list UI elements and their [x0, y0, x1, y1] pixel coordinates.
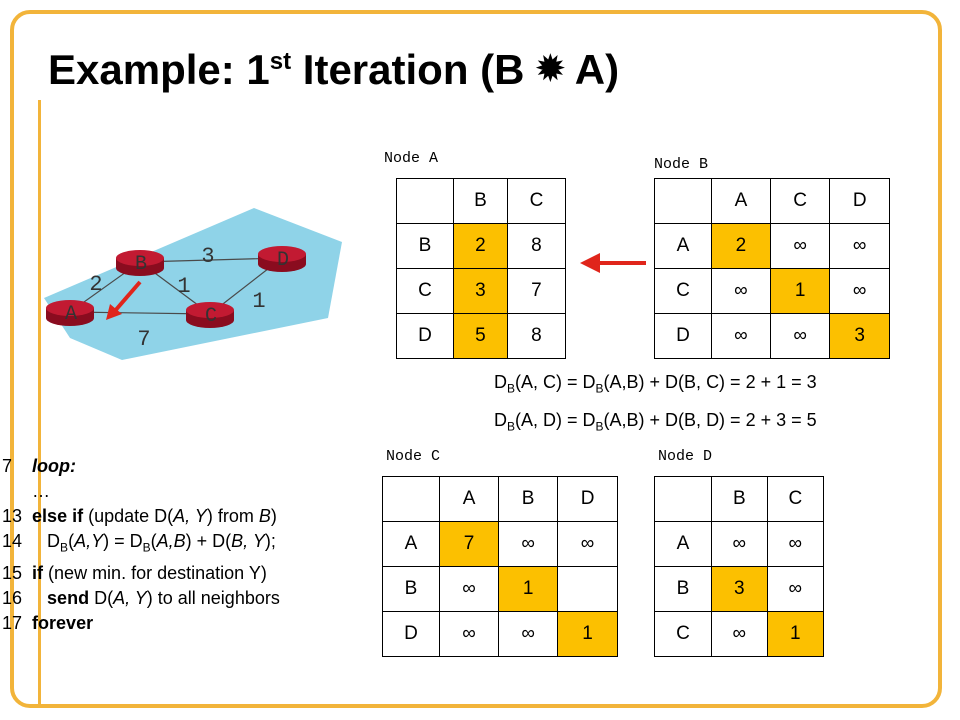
table-cell: 8	[506, 313, 567, 359]
node-label-C: C	[205, 305, 217, 328]
node-a-label: Node A	[384, 150, 439, 167]
col-header: A	[438, 476, 500, 522]
distance-table-node-b: A C D A 2 ∞ ∞ C ∞ 1 ∞ D ∞ ∞ 3	[654, 178, 890, 359]
table-cell: ∞	[829, 268, 890, 314]
code-line-7: 7 loop:	[2, 456, 77, 476]
row-header: C	[396, 268, 454, 314]
node-label-A: A	[65, 303, 77, 326]
formula-d-a-c: DB(A, C) = DB(A,B) + D(B, C) = 2 + 1 = 3	[494, 372, 817, 396]
table-corner	[654, 476, 712, 522]
code-line-14: 14 DB(A,Y) = DB(A,B) + D(B, Y);	[2, 531, 276, 555]
col-header: C	[769, 178, 831, 224]
row-header: D	[654, 313, 712, 359]
table-cell: 1	[557, 611, 618, 657]
edge-cost-B-D: 3	[201, 244, 214, 269]
col-header: C	[506, 178, 567, 224]
table-cell: ∞	[711, 313, 771, 359]
table-cell: 3	[711, 566, 768, 612]
row-header: B	[654, 566, 712, 612]
slide-title: Example: 1st Iteration (B ✹ A)	[48, 46, 620, 93]
distance-table-node-d: B C A ∞ ∞ B 3 ∞ C ∞ 1	[654, 476, 825, 657]
table-cell: 2	[711, 223, 771, 269]
table-corner	[382, 476, 440, 522]
table-corner	[654, 178, 712, 224]
code-line-17: 17 forever	[2, 612, 94, 633]
router-A	[46, 300, 94, 326]
node-label-B: B	[135, 253, 147, 276]
table-cell: ∞	[769, 313, 831, 359]
update-arrow-icon	[580, 253, 646, 273]
edge-cost-A-B: 2	[89, 272, 102, 297]
code-line-16: 16 send D(A, Y) to all neighbors	[2, 587, 280, 608]
table-cell: ∞	[711, 611, 768, 657]
table-cell: ∞	[829, 223, 890, 269]
col-header: D	[829, 178, 890, 224]
router-C	[186, 302, 234, 328]
table-cell: 3	[829, 313, 890, 359]
node-b-label: Node B	[654, 156, 709, 173]
node-d-label: Node D	[658, 448, 713, 465]
row-header: C	[654, 611, 712, 657]
table-cell: 1	[498, 566, 559, 612]
node-label-D: D	[277, 249, 289, 272]
col-header: A	[711, 178, 771, 224]
table-cell: 7	[506, 268, 567, 314]
row-header: A	[654, 521, 712, 567]
row-header: A	[382, 521, 440, 567]
table-cell: 5	[453, 313, 508, 359]
update-arrow-diagram-icon	[106, 280, 142, 320]
table-cell: 1	[766, 611, 825, 657]
table-cell: ∞	[711, 268, 771, 314]
table-cell: 3	[453, 268, 508, 314]
table-cell: ∞	[557, 521, 618, 567]
table-corner	[396, 178, 454, 224]
table-cell: ∞	[769, 223, 831, 269]
col-header: B	[711, 476, 768, 522]
pseudocode-block: 7 loop: … 13 else if (update D(A, Y) fro…	[2, 454, 280, 636]
table-cell: ∞	[766, 566, 825, 612]
code-line-13: 13 else if (update D(A, Y) from B)	[2, 506, 277, 526]
table-cell: 8	[506, 223, 567, 269]
col-header: C	[766, 476, 825, 522]
table-cell: 1	[769, 268, 831, 314]
code-line-15: 15 if (new min. for destination Y)	[2, 562, 267, 583]
edge-cost-A-C: 7	[137, 327, 150, 352]
table-cell: ∞	[438, 566, 500, 612]
table-cell: 2	[453, 223, 508, 269]
table-cell: 7	[438, 521, 500, 567]
router-D	[258, 246, 306, 272]
distance-table-node-a: B C B 2 8 C 3 7 D 5 8	[396, 178, 567, 359]
table-cell: ∞	[498, 521, 559, 567]
edge-cost-B-C: 1	[177, 274, 190, 299]
left-accent-line	[38, 100, 41, 708]
row-header: B	[396, 223, 454, 269]
table-cell: ∞	[766, 521, 825, 567]
table-cell	[557, 566, 618, 612]
col-header: D	[557, 476, 618, 522]
network-diagram: B D A C 2 3 1 1 7	[44, 208, 342, 360]
router-B	[116, 250, 164, 276]
row-header: B	[382, 566, 440, 612]
formula-d-a-d: DB(A, D) = DB(A,B) + D(B, D) = 2 + 3 = 5	[494, 410, 817, 434]
network-cloud	[44, 208, 342, 360]
edge-cost-C-D: 1	[252, 289, 265, 314]
slide-frame	[10, 10, 942, 708]
code-ellipsis: …	[32, 481, 51, 501]
row-header: D	[382, 611, 440, 657]
row-header: C	[654, 268, 712, 314]
distance-table-node-c: A B D A 7 ∞ ∞ B ∞ 1 D ∞ ∞ 1	[382, 476, 618, 657]
table-cell: ∞	[711, 521, 768, 567]
row-header: D	[396, 313, 454, 359]
col-header: B	[453, 178, 508, 224]
table-cell: ∞	[438, 611, 500, 657]
table-cell: ∞	[498, 611, 559, 657]
burst-symbol-icon: ✹	[536, 50, 565, 88]
node-c-label: Node C	[386, 448, 441, 465]
row-header: A	[654, 223, 712, 269]
col-header: B	[498, 476, 559, 522]
